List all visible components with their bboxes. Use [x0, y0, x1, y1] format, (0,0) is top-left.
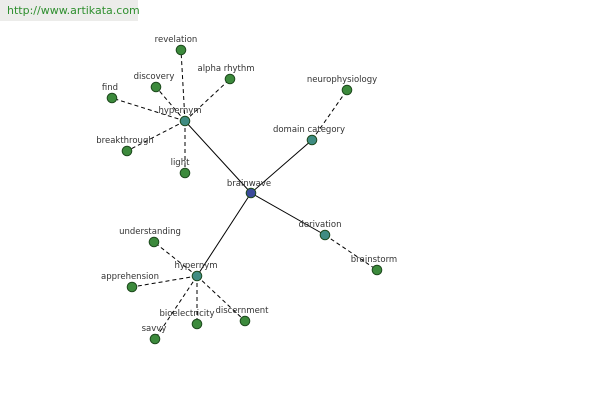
edge-breakthrough [126, 120, 186, 152]
edge-revelation [180, 49, 186, 122]
node-breakthrough[interactable] [121, 145, 133, 157]
node-neurophysiology[interactable] [341, 84, 353, 96]
label-revelation: revelation [155, 35, 198, 45]
label-bioelectricity: bioelectricity [159, 309, 214, 319]
node-alpha-rhythm[interactable] [224, 73, 236, 85]
url-link[interactable]: http://www.artikata.com [7, 4, 140, 17]
edge-hypernym-top [184, 120, 252, 194]
label-understanding: understanding [119, 227, 181, 237]
node-discernment[interactable] [239, 315, 251, 327]
label-hypernym-bottom: hypernym [174, 261, 217, 271]
node-savvy[interactable] [149, 333, 161, 345]
node-understanding[interactable] [148, 236, 160, 248]
node-discovery[interactable] [150, 81, 162, 93]
edge-discovery [155, 86, 186, 122]
label-discernment: discernment [215, 306, 269, 316]
labels: revelation discovery alpha rhythm find break… [96, 35, 397, 334]
edge-savvy [154, 275, 198, 340]
edge-derivation [250, 192, 326, 236]
edge-find [111, 97, 186, 122]
label-brainstorm: brainstorm [351, 255, 397, 265]
node-domain-category[interactable] [306, 134, 318, 146]
label-apprehension: apprehension [101, 272, 159, 282]
label-savvy: savvy [142, 324, 167, 334]
node-revelation[interactable] [175, 44, 187, 56]
node-brainstorm[interactable] [371, 264, 383, 276]
node-hypernym-bottom[interactable] [191, 270, 203, 282]
node-apprehension[interactable] [126, 281, 138, 293]
nodes [106, 44, 383, 345]
edge-understanding [153, 241, 198, 277]
label-center: brainwave [227, 179, 271, 189]
label-light: light [171, 158, 191, 168]
label-domain-category: domain category [273, 125, 345, 135]
node-find[interactable] [106, 92, 118, 104]
url-banner: http://www.artikata.com [0, 0, 140, 21]
label-hypernym-top: hypernym [158, 106, 201, 116]
edges [111, 49, 378, 340]
edge-brainstorm [324, 234, 378, 271]
edge-domain-category [250, 139, 313, 194]
label-discovery: discovery [134, 72, 175, 82]
node-hypernym-top[interactable] [179, 115, 191, 127]
label-breakthrough: breakthrough [96, 136, 153, 146]
label-alpha-rhythm: alpha rhythm [197, 64, 254, 74]
edge-discernment [196, 275, 246, 322]
label-find: find [102, 83, 118, 93]
label-neurophysiology: neurophysiology [307, 75, 377, 85]
node-derivation[interactable] [319, 229, 331, 241]
node-light[interactable] [179, 167, 191, 179]
label-derivation: derivation [298, 220, 341, 230]
edge-apprehension [131, 275, 198, 288]
node-center[interactable] [245, 187, 257, 199]
node-bioelectricity[interactable] [191, 318, 203, 330]
edge-hypernym-bottom [196, 192, 252, 277]
edge-alpha-rhythm [184, 78, 231, 122]
edge-neurophysiology [311, 89, 348, 141]
